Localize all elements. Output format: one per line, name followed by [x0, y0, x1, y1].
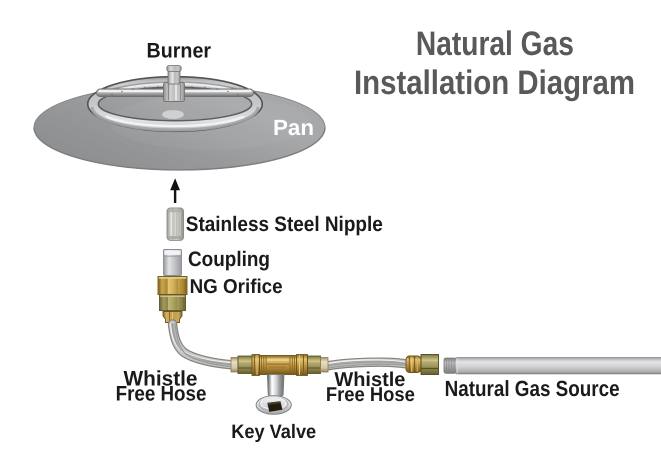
svg-text:Pan: Pan	[273, 115, 314, 140]
svg-text:NG Orifice: NG Orifice	[190, 276, 283, 298]
svg-text:Natural Gas Source: Natural Gas Source	[445, 376, 620, 401]
svg-text:Whistle: Whistle	[124, 368, 198, 391]
svg-text:Burner: Burner	[147, 40, 212, 63]
svg-text:Key Valve: Key Valve	[231, 421, 316, 443]
svg-text:Whistle: Whistle	[334, 369, 405, 391]
svg-text:Stainless Steel Nipple: Stainless Steel Nipple	[186, 213, 383, 236]
svg-text:Installation Diagram: Installation Diagram	[354, 64, 635, 102]
svg-text:Free Hose: Free Hose	[326, 384, 415, 406]
svg-text:Free Hose: Free Hose	[116, 383, 207, 406]
svg-text:Coupling: Coupling	[188, 248, 270, 271]
svg-text:Natural Gas: Natural Gas	[416, 25, 574, 63]
